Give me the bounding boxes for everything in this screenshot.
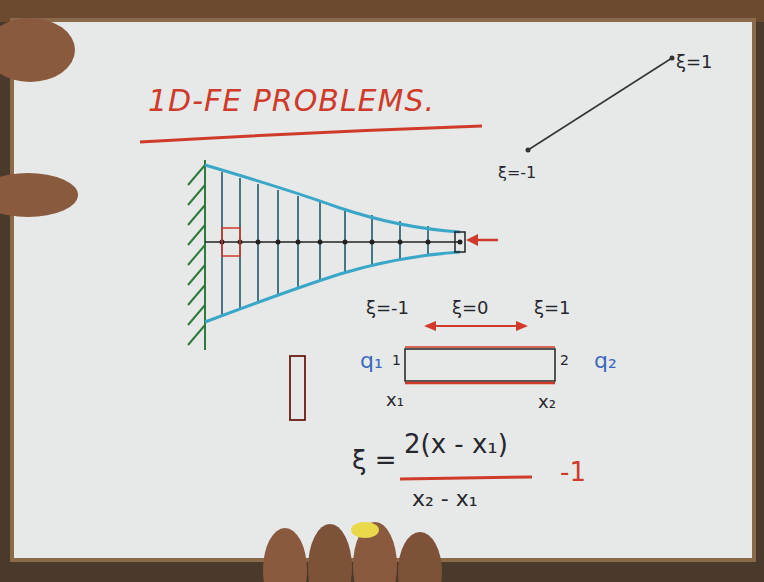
wall-hatch [188, 160, 205, 350]
coordinate-label: ξ=0 [452, 298, 489, 319]
dof-label: q₂ [594, 348, 617, 373]
bar-element [405, 349, 555, 381]
finger [308, 524, 352, 582]
hand [0, 173, 78, 217]
formula-part: -1 [560, 458, 586, 488]
coordinate-label: ξ=1 [534, 298, 571, 319]
vertical-element-outline [290, 356, 305, 420]
node-number: 2 [560, 352, 569, 368]
load-arrowhead [466, 234, 478, 246]
element-highlight [222, 228, 240, 256]
bar-outline [205, 165, 460, 232]
coordinate-label: ξ=-1 [498, 164, 536, 182]
element-underline [405, 382, 555, 385]
coordinate-label: x₂ [538, 392, 556, 413]
mesh-nodes [220, 240, 463, 245]
vertical-element [290, 356, 305, 420]
title: 1D-FE PROBLEMS. [148, 84, 435, 119]
bar-outline [205, 252, 460, 322]
dof-label: q₁ [360, 348, 383, 373]
end-dot [526, 148, 531, 153]
board-edge [12, 20, 754, 560]
finger [398, 532, 442, 582]
element-overline [405, 346, 555, 348]
coordinate-label: ξ=1 [676, 52, 713, 73]
finger [263, 528, 307, 582]
node-number: 1 [392, 352, 401, 368]
coordinate-label: x₁ [386, 390, 404, 411]
end-dot [670, 56, 675, 61]
formula-denominator: x₂ - x₁ [412, 486, 478, 511]
fraction-bar [400, 477, 532, 479]
formula-part: ξ = [352, 446, 397, 476]
board [12, 20, 754, 560]
coordinate-label: ξ=-1 [366, 298, 409, 319]
double-arrow [432, 325, 520, 327]
marker-cap [351, 522, 379, 538]
hand [0, 18, 75, 82]
title-underline [140, 126, 482, 142]
center-line [205, 241, 460, 243]
bar-divisions [222, 172, 428, 315]
arrowhead [516, 321, 528, 331]
coordinate-line [528, 58, 672, 150]
formula-numerator: 2(x - x₁) [404, 430, 508, 460]
arrowhead [424, 321, 436, 331]
